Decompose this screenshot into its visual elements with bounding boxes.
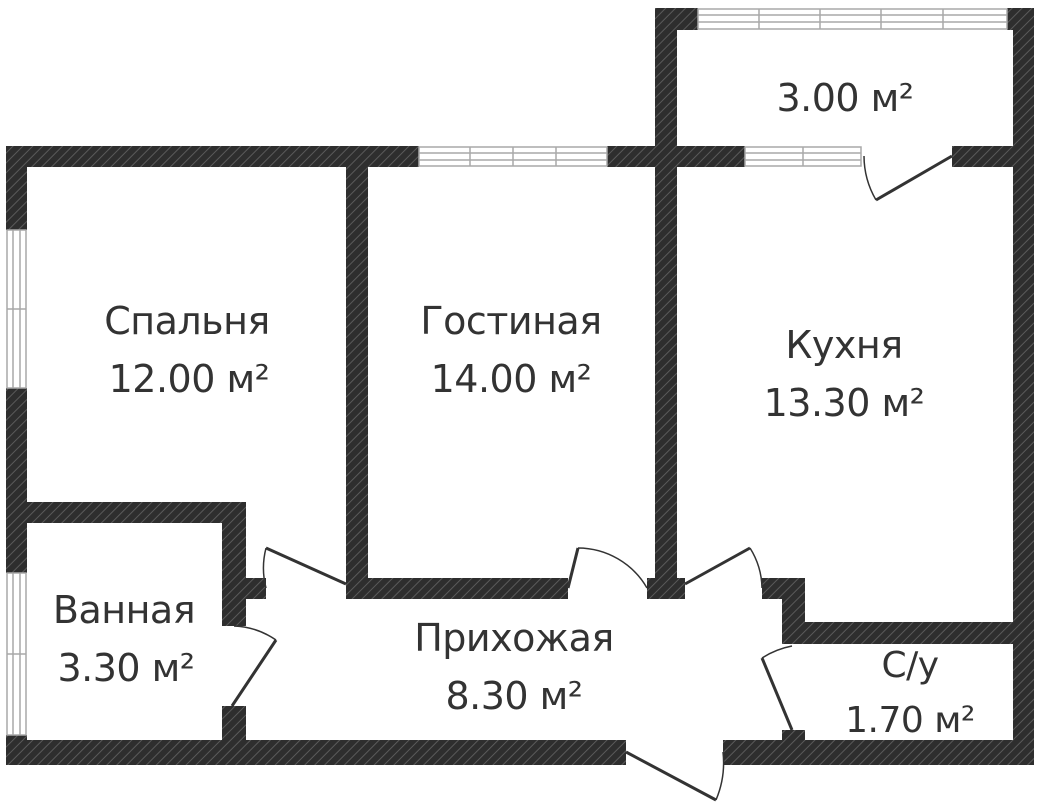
wall-left-mid: [6, 388, 27, 573]
bathroom-name: Ванная: [53, 588, 195, 632]
door-kitchen: [684, 546, 763, 589]
window-balcony: [697, 8, 1008, 30]
bathroom-area: 3.30 м²: [57, 646, 194, 690]
balcony-wall-top-left: [655, 8, 698, 30]
kitchen-name: Кухня: [785, 323, 902, 367]
door-living: [566, 547, 648, 589]
door-entrance: [625, 750, 725, 802]
wall-top-left: [6, 146, 419, 167]
bedroom-area: 12.00 м²: [109, 357, 270, 401]
door-balcony: [863, 154, 953, 202]
living-area: 14.00 м²: [431, 357, 592, 401]
living-name: Гостиная: [420, 299, 601, 343]
window-bathroom: [6, 572, 27, 736]
balcony-area: 3.00 м²: [776, 76, 913, 120]
wall-bathroom-right-mid: [222, 582, 246, 626]
wall-hall-wc-bottom: [782, 730, 805, 765]
balcony-wall-left: [655, 8, 677, 167]
wall-hall-top-a: [246, 578, 266, 599]
wall-living-kitchen: [655, 167, 677, 599]
wc-area: 1.70 м²: [845, 700, 975, 741]
wall-bedroom-bathroom: [6, 502, 246, 523]
kitchen-area: 13.30 м²: [764, 381, 925, 425]
wall-bathroom-right-bottom: [222, 706, 246, 765]
wall-right: [1013, 146, 1034, 765]
wc-name: С/у: [881, 645, 938, 686]
door-bathroom: [230, 625, 278, 707]
wall-bottom-right: [723, 740, 1034, 765]
walls: [6, 8, 1034, 765]
wall-bottom-left: [6, 740, 626, 765]
window-living: [418, 146, 608, 167]
door-bedroom: [262, 546, 347, 589]
hallway-area: 8.30 м²: [445, 674, 582, 718]
doors: [230, 154, 953, 802]
room-labels: 3.00 м² Спальня 12.00 м² Гостиная 14.00 …: [53, 76, 975, 741]
window-kitchen: [744, 146, 862, 167]
wall-left-top: [6, 146, 27, 230]
wall-bedroom-living: [346, 167, 368, 599]
hallway-name: Прихожая: [414, 616, 614, 660]
windows: [6, 8, 1008, 736]
bedroom-name: Спальня: [104, 299, 270, 343]
wall-wc-top: [782, 622, 1034, 644]
wall-bathroom-right-top: [222, 502, 246, 582]
window-bedroom: [6, 229, 27, 389]
door-wc: [760, 645, 794, 731]
wall-hall-top-c: [647, 578, 685, 599]
wall-hall-top-b: [346, 578, 568, 599]
balcony-wall-right: [1013, 8, 1034, 167]
